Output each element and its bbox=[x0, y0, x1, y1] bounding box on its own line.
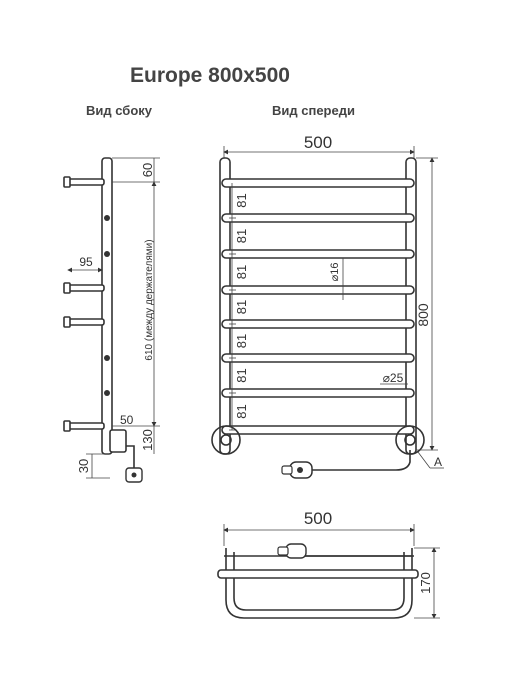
top-depth-dim: 170 bbox=[418, 572, 433, 594]
side-base bbox=[109, 429, 127, 453]
rung-1 bbox=[221, 178, 415, 188]
side-base-dim: 30 bbox=[76, 459, 91, 473]
rung-6 bbox=[221, 353, 415, 363]
side-plug-icon bbox=[125, 467, 143, 483]
top-view: 500 170 bbox=[217, 509, 440, 619]
top-u-frame bbox=[225, 548, 413, 619]
spacing-dim-5: 81 bbox=[234, 334, 249, 348]
spacing-dim-6: 81 bbox=[234, 368, 249, 382]
side-rung-end-4 bbox=[104, 390, 110, 396]
side-holders bbox=[63, 176, 110, 432]
top-u-frame-inner bbox=[233, 552, 405, 611]
side-depth-dim: 95 bbox=[79, 255, 93, 269]
spacing-dim-2: 81 bbox=[234, 229, 249, 243]
rung-7 bbox=[221, 388, 415, 398]
pipe-diameter-label: ⌀25 bbox=[383, 371, 404, 385]
diagram-title: Europe 800x500 bbox=[130, 64, 290, 87]
rung-2 bbox=[221, 213, 415, 223]
spacing-dim-1: 81 bbox=[234, 193, 249, 207]
tube-diameter-label: ⌀16 bbox=[329, 263, 341, 282]
rung-8 bbox=[221, 425, 415, 435]
power-cable bbox=[312, 450, 411, 471]
side-cable bbox=[126, 445, 135, 468]
side-view: 60 610 (между держателями) 95 130 50 30 bbox=[63, 157, 160, 483]
side-bottom-dim: 130 bbox=[140, 429, 155, 451]
front-width-dim: 500 bbox=[304, 133, 332, 152]
spacing-dim-3: 81 bbox=[234, 265, 249, 279]
top-plug-icon bbox=[277, 543, 307, 559]
side-rung-end-1 bbox=[104, 215, 110, 221]
side-holder-2 bbox=[63, 282, 105, 294]
top-width-dim: 500 bbox=[304, 509, 332, 528]
side-holder-4 bbox=[63, 420, 105, 432]
spacing-dim-4: 81 bbox=[234, 300, 249, 314]
front-view-label: Вид спереди bbox=[272, 103, 355, 118]
side-top-dim: 60 bbox=[140, 163, 155, 177]
top-rung bbox=[217, 569, 419, 579]
side-offset-dim: 50 bbox=[120, 413, 134, 427]
side-rung-end-2 bbox=[104, 251, 110, 257]
connector-label: A bbox=[434, 455, 442, 469]
plug-icon bbox=[281, 461, 313, 479]
front-height-dim: 800 bbox=[415, 303, 431, 327]
holder-spacing-dim: 610 (между держателями) bbox=[144, 239, 155, 360]
rung-5 bbox=[221, 319, 415, 329]
front-view: 500 81 81 81 81 81 81 81 ⌀16 ⌀25 800 bbox=[211, 133, 444, 479]
left-flange bbox=[211, 425, 241, 455]
spacing-dim-7: 81 bbox=[234, 404, 249, 418]
left-post bbox=[219, 157, 231, 455]
rung-4 bbox=[221, 285, 415, 295]
side-post bbox=[101, 157, 113, 455]
rungs bbox=[221, 178, 415, 435]
rung-3 bbox=[221, 249, 415, 259]
side-holder-3 bbox=[63, 316, 105, 328]
spacing-dims: 81 81 81 81 81 81 81 bbox=[229, 193, 249, 431]
side-view-label: Вид сбоку bbox=[86, 103, 153, 118]
side-rung-end-3 bbox=[104, 355, 110, 361]
side-holder-1 bbox=[63, 176, 105, 188]
